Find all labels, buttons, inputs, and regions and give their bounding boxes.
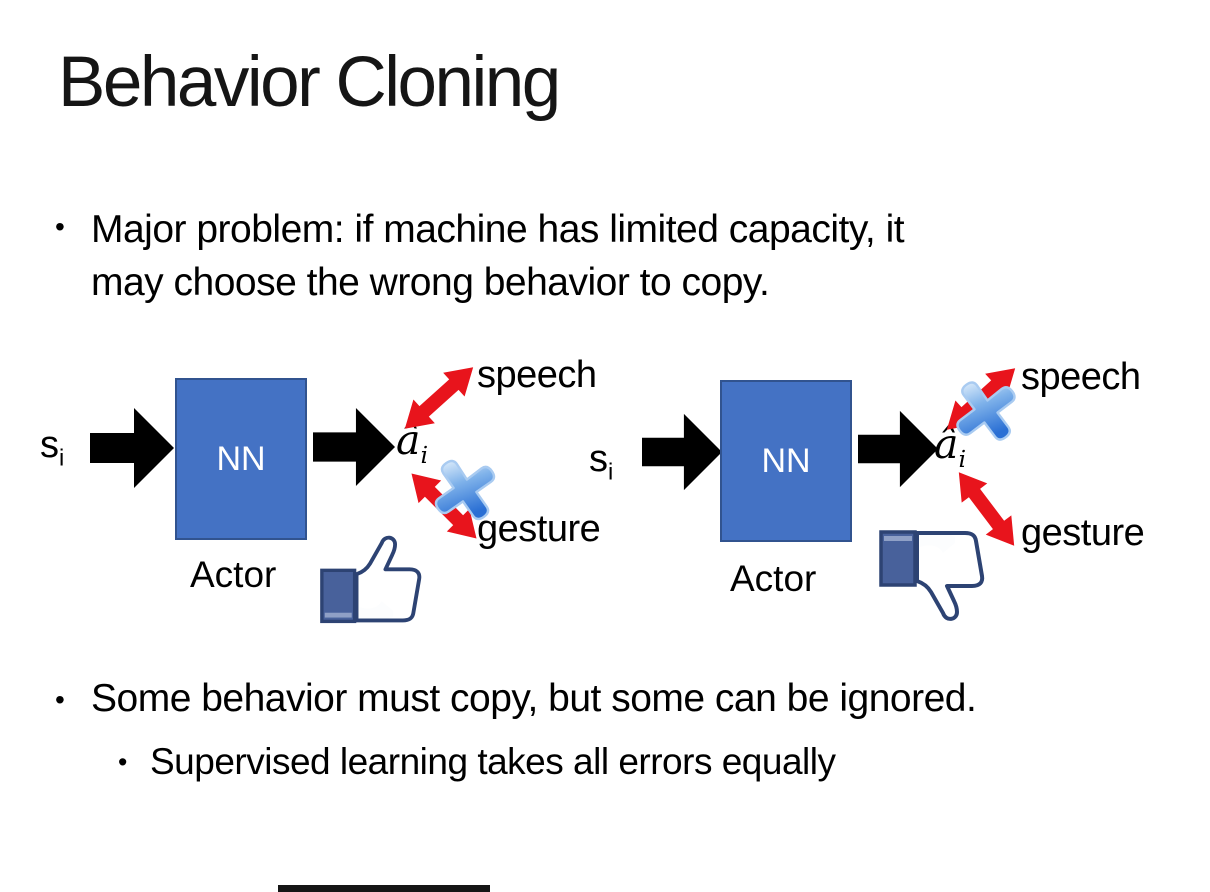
nn-box: NN: [720, 380, 852, 542]
bottom-cutoff-bar: [278, 885, 490, 892]
bullet-marker: •: [118, 747, 127, 777]
behavior-diagram-left: si NN âi speech gesture Actor: [0, 340, 665, 640]
bullet-supervised-learning: • Supervised learning takes all errors e…: [118, 740, 836, 784]
input-arrow-icon: [642, 413, 722, 491]
bullet-text: Some behavior must copy, but some can be…: [91, 677, 977, 720]
state-subscript: i: [59, 444, 65, 471]
state-subscript: i: [608, 458, 614, 485]
action-subscript: i: [958, 445, 967, 474]
actor-label: Actor: [730, 558, 817, 599]
gesture-label: gesture: [477, 508, 601, 550]
bullet-line: may choose the wrong behavior to copy.: [91, 261, 770, 304]
bullet-line: Major problem: if machine has limited ca…: [91, 208, 905, 251]
thumbs-down-icon: [879, 530, 985, 621]
cross-out-icon: [434, 459, 496, 521]
speech-doublearrow-icon: [404, 367, 474, 429]
actor-label: Actor: [190, 554, 277, 595]
input-arrow-icon: [90, 408, 174, 488]
behavior-diagram-right: si NN âi speech gesture Actor: [545, 340, 1210, 640]
output-arrow-icon: [313, 407, 395, 487]
gesture-label: gesture: [1021, 512, 1145, 554]
cross-out-icon: [956, 381, 1016, 441]
bullet-marker: •: [55, 684, 65, 715]
bullet-major-problem: • Major problem: if machine has limited …: [55, 203, 905, 309]
speech-label: speech: [1021, 356, 1141, 398]
gesture-doublearrow-icon: [958, 472, 1015, 546]
slide-title: Behavior Cloning: [58, 43, 561, 122]
output-arrow-icon: [858, 410, 938, 488]
thumbs-up-icon: [320, 535, 422, 624]
action-subscript: i: [420, 441, 429, 470]
nn-box: NN: [175, 378, 307, 540]
bullet-marker: •: [55, 211, 65, 242]
speech-label: speech: [477, 354, 597, 396]
action-output-label: âi: [934, 420, 967, 474]
bullet-some-behavior: • Some behavior must copy, but some can …: [55, 676, 977, 722]
state-label: si: [40, 424, 65, 471]
nn-box-label: NN: [216, 439, 266, 478]
bullet-text: Supervised learning takes all errors equ…: [150, 741, 836, 782]
state-label: si: [589, 438, 614, 485]
nn-box-label: NN: [761, 441, 811, 480]
